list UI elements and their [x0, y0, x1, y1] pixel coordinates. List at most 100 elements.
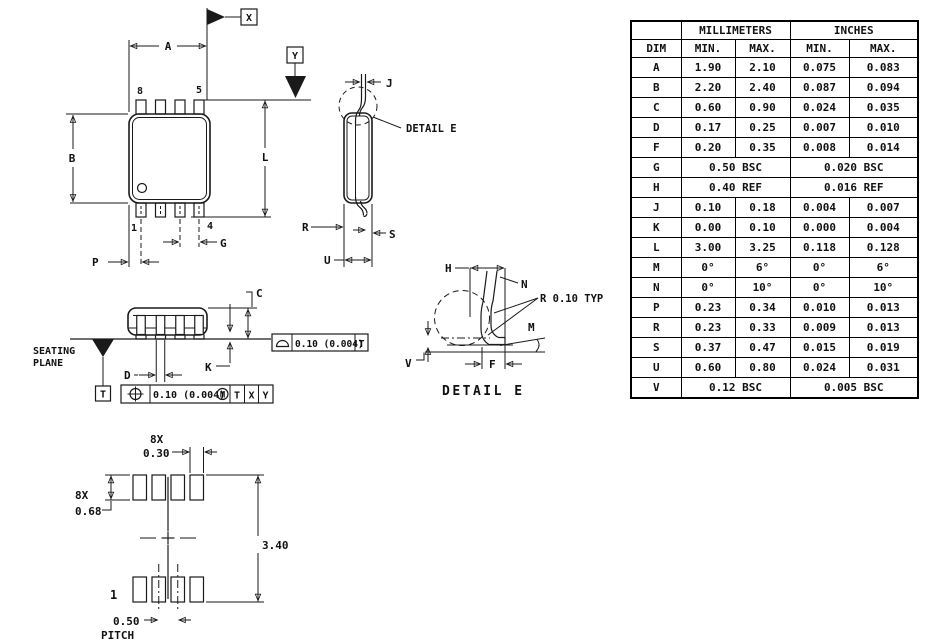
table-cell: 0.23 [680, 317, 736, 338]
in-min-column-header: MIN. [789, 39, 850, 58]
dim-s-label: S [389, 228, 396, 241]
table-cell: 0.50 BSC [680, 157, 791, 178]
pad-count-top-label: 8X [150, 433, 164, 446]
dim-l-label: L [262, 151, 269, 164]
table-cell: U [630, 357, 682, 378]
dim-column-header: DIM [630, 39, 682, 58]
table-cell: 0.005 BSC [789, 377, 919, 399]
table-cell: N [630, 277, 682, 298]
pitch-word-label: PITCH [101, 629, 134, 640]
table-cell: 0° [680, 257, 736, 278]
datum-x-label: X [246, 13, 252, 24]
table-cell: R [630, 317, 682, 338]
fcf-position-datum-1: T [234, 391, 240, 402]
table-cell: 0.014 [848, 137, 919, 158]
table-cell: 0.013 [848, 317, 919, 338]
table-cell: 6° [848, 257, 919, 278]
top-view: 8 5 1 4 A X Y B L [66, 8, 311, 269]
detail-e-callout-circle [338, 86, 378, 126]
table-cell: 0.60 [680, 97, 736, 118]
fcf-profile: 0.10 (0.004) T [271, 333, 369, 352]
table-cell: S [630, 337, 682, 358]
table-cell: 0.007 [789, 117, 850, 138]
fcf-position-datum-2: X [248, 391, 254, 402]
lead-radius-note: R 0.10 TYP [540, 293, 603, 305]
pin1-indicator [136, 182, 148, 194]
fcf-position-tolerance: 0.10 (0.004) [153, 390, 225, 401]
table-cell: 0.34 [734, 297, 791, 318]
detail-e-caption: DETAIL E [442, 384, 525, 399]
table-cell: 1.90 [680, 57, 736, 78]
in-max-column-header: MAX. [848, 39, 919, 58]
mmc-modifier-letter: M [220, 391, 225, 401]
table-cell: 0.010 [789, 297, 850, 318]
table-cell: 0.80 [734, 357, 791, 378]
table-cell: A [630, 57, 682, 78]
table-group-header-row: MILLIMETERS INCHES [630, 20, 919, 40]
seating-plane-label-2: PLANE [33, 358, 63, 369]
pin-number-5: 5 [196, 85, 202, 96]
dim-a-label: A [165, 40, 172, 53]
pin-number-8: 8 [137, 86, 143, 97]
dim-h-label: H [445, 262, 452, 275]
table-cell: F [630, 137, 682, 158]
table-cell: 0.23 [680, 297, 736, 318]
seating-plane-label-1: SEATING [33, 346, 75, 357]
pad-width-label: 0.30 [143, 447, 170, 460]
table-cell: 0.016 REF [789, 177, 919, 198]
table-cell: 0.33 [734, 317, 791, 338]
table-cell: 0.000 [789, 217, 850, 238]
dim-r-label: R [302, 221, 309, 234]
datum-t-label: T [100, 390, 106, 401]
table-cell: 0.024 [789, 97, 850, 118]
table-cell: 0.007 [848, 197, 919, 218]
fcf-position-datum-3: Y [262, 391, 268, 402]
table-cell: D [630, 117, 682, 138]
table-cell: 0.020 BSC [789, 157, 919, 178]
table-cell: B [630, 77, 682, 98]
table-cell: 0.010 [848, 117, 919, 138]
dim-v-label: V [405, 357, 412, 370]
table-cell: 2.20 [680, 77, 736, 98]
mmc-modifier-icon [216, 387, 229, 401]
table-cell: C [630, 97, 682, 118]
dim-m-label: M [528, 321, 535, 334]
position-symbol-icon [127, 386, 144, 402]
pad-count-left-label: 8X [75, 489, 89, 502]
table-cell: 0.035 [848, 97, 919, 118]
table-cell: 0.009 [789, 317, 850, 338]
table-cell: 0.25 [734, 117, 791, 138]
table-cell: 0° [680, 277, 736, 298]
dim-g-label: G [220, 237, 227, 250]
pin-number-1: 1 [131, 223, 137, 234]
inches-header: INCHES [789, 20, 919, 40]
land-pin1-label: 1 [110, 588, 117, 602]
table-cell: 0.075 [789, 57, 850, 78]
dim-c-label: C [256, 287, 263, 300]
dim-u-label: U [324, 254, 331, 267]
table-cell: 6° [734, 257, 791, 278]
table-cell: 0.60 [680, 357, 736, 378]
datum-y-label: Y [292, 51, 298, 62]
dim-f-label: F [489, 358, 496, 371]
dim-k-label: K [205, 361, 212, 374]
pin-number-4: 4 [207, 221, 213, 232]
table-cell: 0.031 [848, 357, 919, 378]
mm-max-column-header: MAX. [734, 39, 791, 58]
blank-header-cell [630, 20, 682, 40]
table-cell: 0.20 [680, 137, 736, 158]
table-cell: 0.013 [848, 297, 919, 318]
front-view: T SEATING PLANE C K D [33, 287, 369, 404]
table-cell: P [630, 297, 682, 318]
table-cell: 0.18 [734, 197, 791, 218]
dim-p-label: P [92, 256, 99, 269]
